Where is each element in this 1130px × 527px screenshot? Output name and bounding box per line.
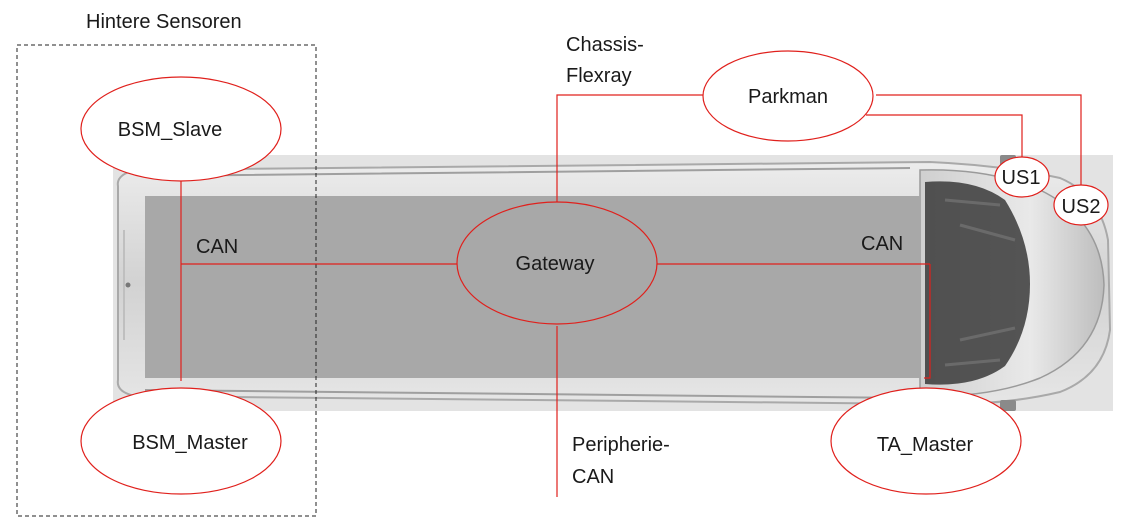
peripherie-label-line1: Peripherie- <box>572 434 670 456</box>
node-gateway[interactable]: Gateway <box>456 201 658 325</box>
parkman-us1-line <box>866 114 1023 157</box>
us1-shape <box>994 156 1050 198</box>
peripherie-label-line2: CAN <box>572 466 614 488</box>
bsm-slave-label: BSM_Slave <box>118 119 223 141</box>
rear-sensors-group <box>16 44 317 517</box>
bsm-slave-shape <box>80 76 282 182</box>
node-parkman[interactable]: Parkman <box>702 50 874 142</box>
us1-label: US1 <box>1002 167 1041 189</box>
parkman-us2-line <box>876 94 1082 185</box>
ta-master-line <box>924 264 931 379</box>
bsm-master-shape <box>80 387 282 495</box>
can-left-label: CAN <box>196 236 238 258</box>
gateway-label: Gateway <box>516 253 595 275</box>
parkman-label: Parkman <box>748 86 828 108</box>
chassis-label-line1: Chassis- <box>566 34 644 56</box>
parkman-shape <box>702 50 874 142</box>
bus-lines <box>180 94 1082 497</box>
node-bsm-slave[interactable]: BSM_Slave <box>80 76 282 182</box>
chassis-label-line2: Flexray <box>566 65 632 87</box>
node-ta-master[interactable]: TA_Master <box>830 387 1022 495</box>
chassis-flexray-line <box>556 94 704 203</box>
node-us2[interactable]: US2 <box>1053 184 1109 226</box>
us2-label: US2 <box>1062 196 1101 218</box>
node-bsm-master[interactable]: BSM_Master <box>80 387 282 495</box>
ta-master-label: TA_Master <box>877 434 974 456</box>
bsm-master-label: BSM_Master <box>132 432 248 454</box>
ta-master-shape <box>830 387 1022 495</box>
us2-shape <box>1053 184 1109 226</box>
rear-sensors-label: Hintere Sensoren <box>86 11 242 33</box>
node-us1[interactable]: US1 <box>994 156 1050 198</box>
can-right-label: CAN <box>861 233 903 255</box>
gateway-shape <box>456 201 658 325</box>
